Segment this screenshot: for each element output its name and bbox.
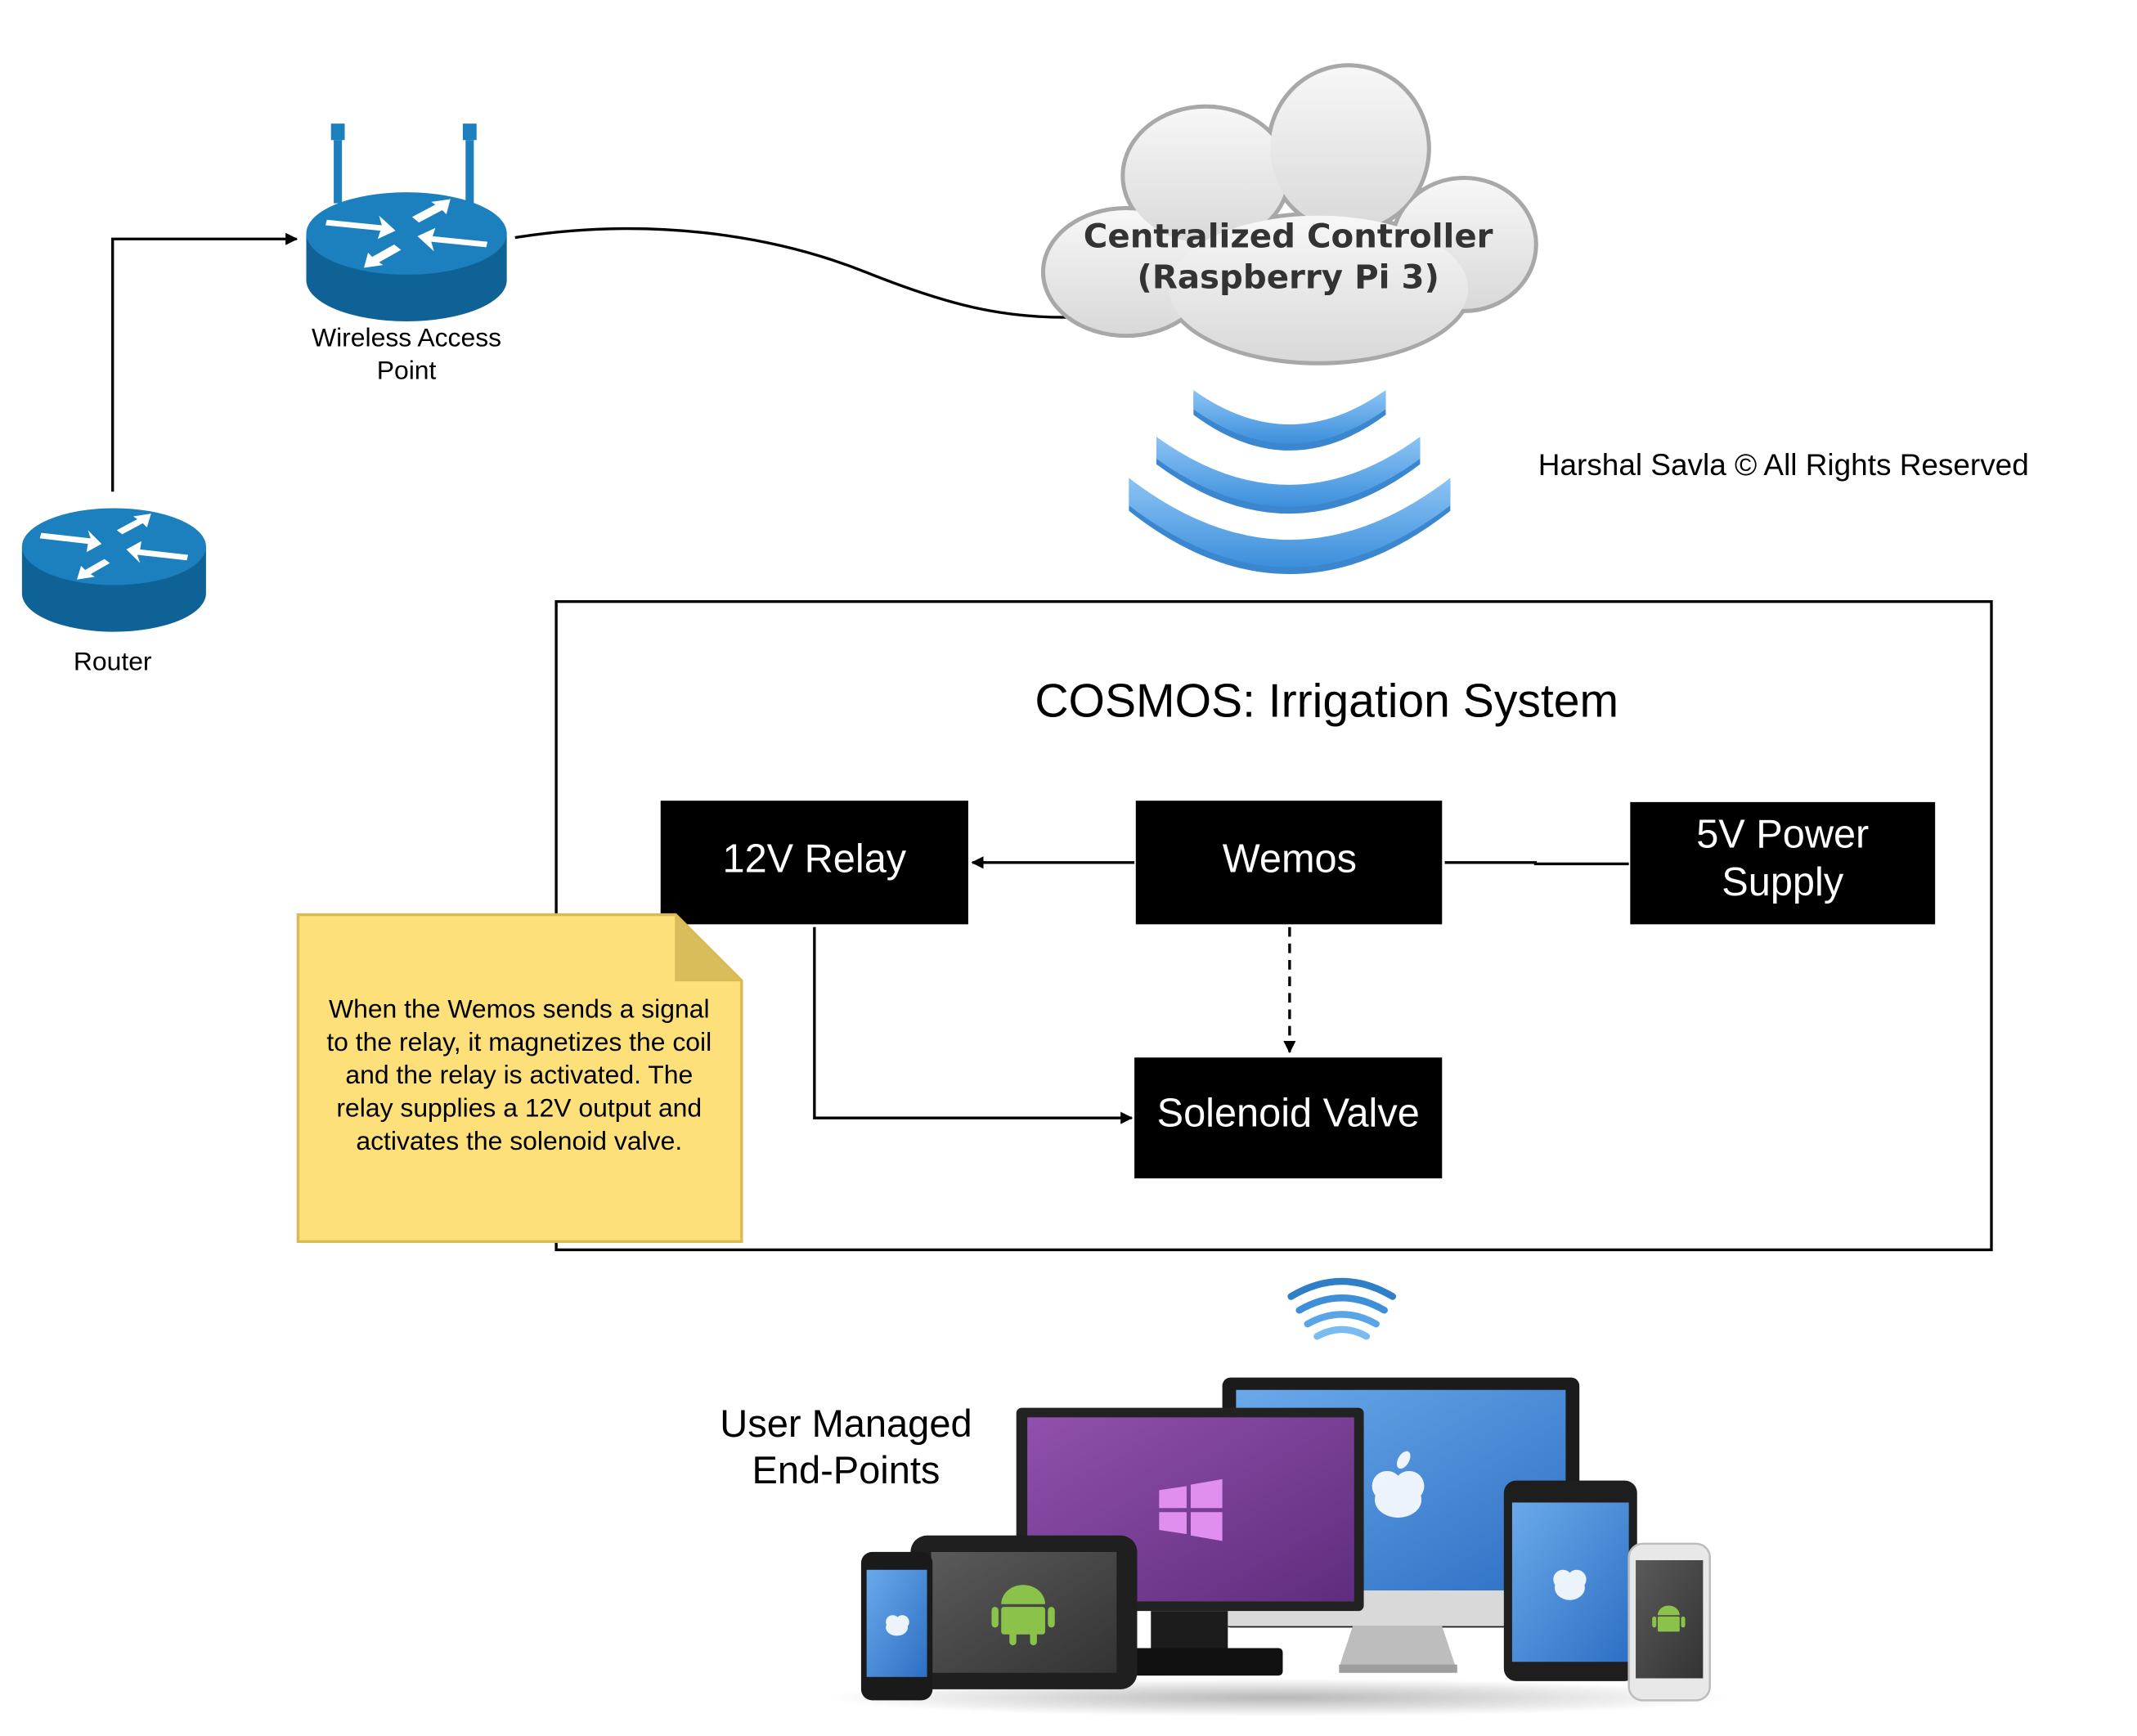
small-wifi-signal-icon (1287, 1277, 1397, 1340)
relay-box: 12V Relay (660, 801, 968, 925)
system-title: COSMOS: Irrigation System (1035, 675, 1618, 728)
access-point-label-line2: Point (377, 356, 437, 385)
wemos-box: Wemos (1135, 801, 1443, 925)
explanation-note: When the Wemos sends a signal to the rel… (296, 913, 743, 1244)
router-label: Router (74, 647, 152, 676)
apple-logo-icon (1372, 1451, 1425, 1518)
router-to-access-point-connector (111, 232, 299, 492)
android-tablet-device (910, 1535, 1138, 1689)
controller-subtitle: (Raspberry Pi 3) (1137, 258, 1439, 297)
access-point-to-controller-link (514, 227, 1075, 319)
access-point-label-line1: Wireless Access (312, 322, 501, 352)
power-label-line1: 5V Power (1696, 812, 1869, 856)
power-label-line2: Supply (1722, 860, 1844, 904)
wireless-access-point-icon (306, 123, 507, 321)
note-line-3: and the relay is activated. The (345, 1060, 693, 1089)
ipad-device (1503, 1480, 1637, 1681)
note-line-2: to the relay, it magnetizes the coil (326, 1027, 712, 1056)
windows-logo-icon (1159, 1478, 1223, 1541)
wemos-label: Wemos (1223, 837, 1357, 881)
note-line-1: When the Wemos sends a signal (329, 994, 710, 1024)
router-icon (21, 508, 206, 632)
endpoints-label-line2: End-Points (752, 1448, 940, 1492)
android-phone-device (1627, 1542, 1711, 1702)
android-logo-icon (991, 1585, 1055, 1646)
relay-label: 12V Relay (723, 837, 907, 881)
controller-title: Centralized Controller (1084, 217, 1493, 255)
power-supply-box: 5V Power Supply (1630, 801, 1936, 925)
iphone-device (860, 1551, 933, 1701)
solenoid-valve-box: Solenoid Valve (1134, 1057, 1443, 1179)
note-line-5: activates the solenoid valve. (356, 1126, 682, 1155)
valve-label: Solenoid Valve (1157, 1091, 1420, 1135)
cloud-icon (1040, 63, 1538, 366)
relay-to-valve-connector (813, 926, 1134, 1124)
wifi-signal-icon (1129, 390, 1451, 575)
power-to-wemos-connector (1444, 861, 1629, 866)
endpoints-label-line1: User Managed (720, 1402, 972, 1445)
copyright-notice: Harshal Savla © All Rights Reserved (1538, 448, 2029, 482)
devices-icon (824, 1377, 1731, 1717)
note-line-4: relay supplies a 12V output and (336, 1093, 702, 1123)
